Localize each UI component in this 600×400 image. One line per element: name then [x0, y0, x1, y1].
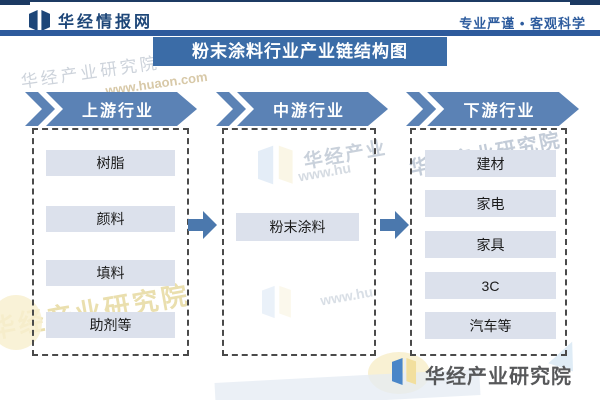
banner-downstream: 下游行业	[406, 92, 579, 126]
arrow-right-icon	[380, 209, 410, 241]
chain-item-pigment: 颜料	[46, 206, 175, 232]
chain-item-building-materials: 建材	[425, 150, 556, 177]
page-title: 粉末涂料行业产业链结构图	[153, 37, 447, 66]
panel-midstream: 粉末涂料	[222, 128, 376, 356]
footer-brand-name: 华经产业研究院	[425, 365, 572, 388]
banner-label-downstream: 下游行业	[463, 103, 536, 120]
top-divider-line	[0, 0, 600, 2]
panel-downstream: 建材 家电 家具 3C 汽车等	[410, 128, 567, 356]
banner-midstream: 中游行业	[216, 92, 388, 126]
chevron-banner-shape	[25, 92, 197, 126]
chain-item-powder-coating: 粉末涂料	[236, 213, 359, 241]
chain-item-additives: 助剂等	[46, 312, 175, 338]
brand-name: 华经情报网	[58, 14, 154, 31]
brand-logo-icon	[28, 9, 51, 31]
footer-logo-icon	[392, 357, 417, 391]
chain-item-automotive: 汽车等	[425, 312, 556, 339]
top-divider-cap-right	[570, 0, 600, 5]
header-tagline: 专业严谨 • 客观科学	[459, 16, 586, 31]
chain-item-furniture: 家具	[425, 231, 556, 258]
chevron-banner-shape	[406, 92, 579, 126]
chain-item-3c: 3C	[425, 272, 556, 299]
banner-label-upstream: 上游行业	[81, 103, 154, 120]
site-brand: 华经情报网	[28, 8, 153, 32]
chain-item-resin: 树脂	[46, 150, 175, 176]
banner-upstream: 上游行业	[25, 92, 197, 126]
chain-item-filler: 填料	[46, 260, 175, 286]
chevron-banner-shape	[216, 92, 388, 126]
panel-upstream: 树脂 颜料 填料 助剂等	[32, 128, 189, 356]
watermark-text: 华经产业研究院	[19, 53, 161, 92]
top-divider-cap-left	[0, 0, 30, 5]
arrow-right-icon	[188, 209, 218, 241]
header-divider-bar	[0, 30, 600, 36]
footer-brand-group: 华经产业研究院	[392, 357, 572, 391]
chain-item-home-appliances: 家电	[425, 190, 556, 217]
banner-label-midstream: 中游行业	[272, 103, 345, 120]
